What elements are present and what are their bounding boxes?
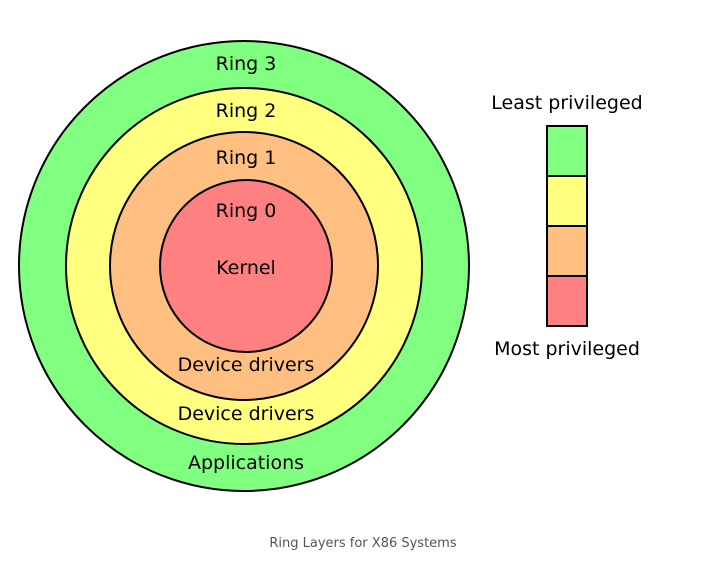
ring-0-circle: [159, 179, 333, 353]
legend-bottom-label: Most privileged: [494, 338, 640, 360]
ring-0-label: Ring 0: [216, 200, 277, 222]
ring-1-label: Ring 1: [216, 147, 277, 169]
ring-0-role-label: Kernel: [216, 257, 276, 279]
rings-group: [18, 40, 470, 492]
legend-swatch-ring-2: [546, 175, 588, 227]
ring-3-role-label: Applications: [188, 452, 304, 474]
ring-2-role-label: Device drivers: [178, 403, 315, 425]
figure-caption: Ring Layers for X86 Systems: [269, 536, 457, 551]
legend-top-label: Least privileged: [491, 92, 642, 114]
legend-swatch-ring-1: [546, 225, 588, 277]
ring-3-label: Ring 3: [216, 53, 277, 75]
privilege-legend: Least privileged Most privileged: [491, 92, 642, 360]
legend-swatch-ring-0: [546, 275, 588, 327]
ring-1-role-label: Device drivers: [178, 354, 315, 376]
ring-2-label: Ring 2: [216, 100, 277, 122]
legend-swatch-ring-3: [546, 125, 588, 177]
